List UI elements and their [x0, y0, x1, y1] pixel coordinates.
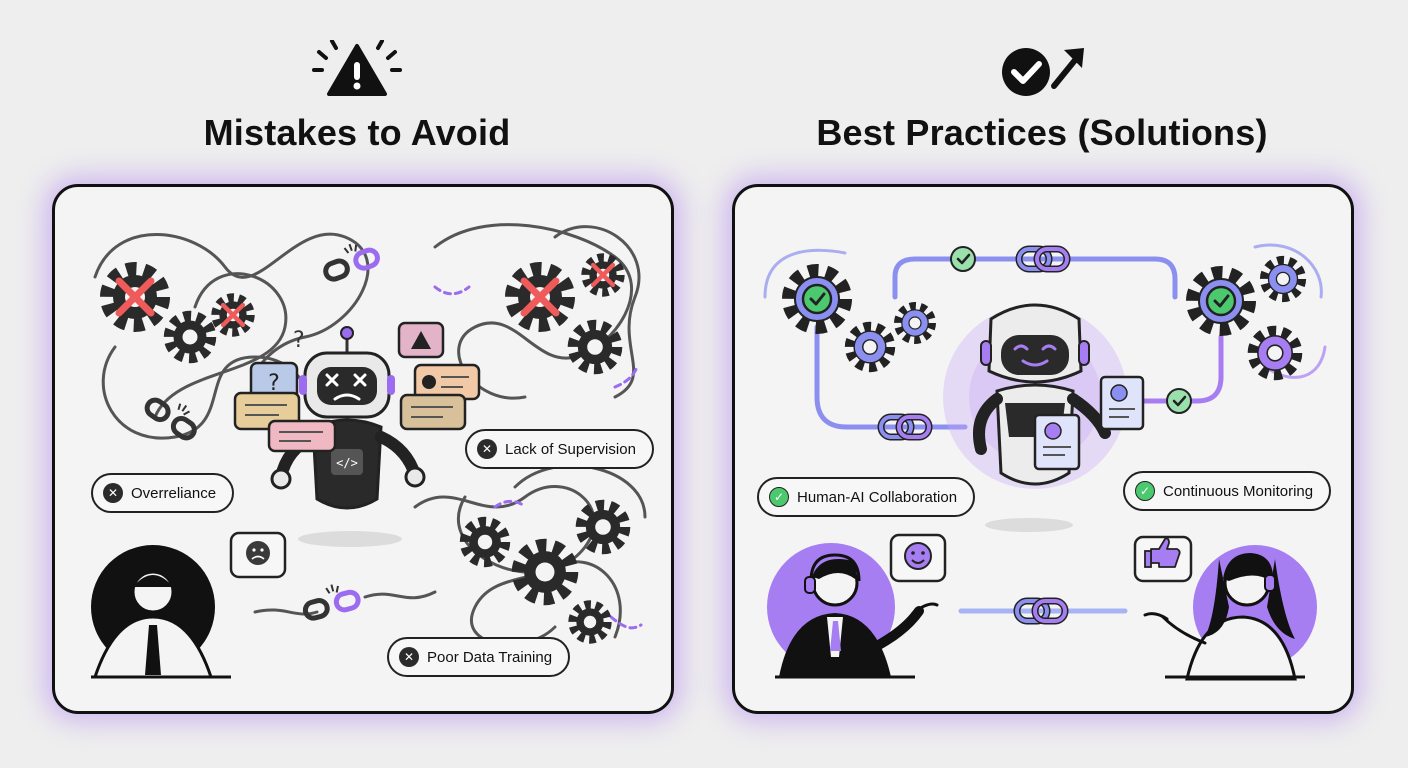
broken-chain-icon [302, 584, 361, 621]
mistakes-panel: </> ? ? [52, 184, 674, 714]
label-continuous-monitoring: ✓ Continuous Monitoring [1123, 471, 1332, 511]
label-overreliance: ✕ Overreliance [91, 473, 235, 513]
document-icon [1033, 413, 1081, 471]
confused-robot: </> ? [270, 326, 426, 547]
best-practices-illustration [763, 243, 1327, 681]
gear-icon [898, 306, 932, 340]
check-circle-icon [949, 245, 977, 273]
error-bubble [413, 363, 481, 401]
mistakes-header: Mistakes to Avoid [57, 40, 657, 154]
gear-icon [169, 316, 211, 358]
check-circle-icon [1205, 285, 1237, 317]
best-practices-title: Best Practices (Solutions) [816, 112, 1268, 153]
smiley-bubble [889, 533, 947, 583]
mistakes-title: Mistakes to Avoid [203, 112, 511, 153]
svg-text:?: ? [268, 371, 280, 396]
broken-chain-icon [144, 397, 197, 441]
message-bubble [267, 419, 337, 453]
gear-icon [518, 545, 571, 598]
label-poor-data-training: ✕ Poor Data Training [387, 637, 571, 677]
message-bubble [399, 393, 467, 431]
male-support-agent [767, 543, 939, 679]
gear-icon [850, 327, 890, 367]
x-circle-icon: ✕ [399, 647, 419, 667]
stressed-person [91, 545, 231, 679]
best-practices-header: Best Practices (Solutions) [742, 40, 1342, 154]
female-support-agent [1143, 545, 1317, 681]
broken-chain-icon [323, 243, 380, 282]
label-human-ai-collaboration: ✓ Human-AI Collaboration [757, 477, 976, 517]
thumbs-up-bubble [1133, 535, 1193, 583]
warning-bubble [397, 321, 445, 359]
check-circle-icon [801, 283, 833, 315]
sad-face-bubble [229, 531, 287, 579]
check-circle-arrow-up-icon [1002, 48, 1084, 96]
agent-connection [958, 601, 1128, 621]
svg-text:?: ? [293, 328, 305, 353]
check-circle-icon [1165, 387, 1193, 415]
label-lack-of-supervision: ✕ Lack of Supervision [465, 429, 654, 469]
gear-icon [573, 605, 608, 640]
mistakes-illustration: </> ? ? [91, 223, 647, 679]
x-circle-icon: ✕ [477, 439, 497, 459]
check-circle-icon: ✓ [1135, 481, 1155, 501]
gear-icon [1265, 261, 1302, 298]
warning-triangle-icon [312, 40, 402, 96]
svg-text:</>: </> [336, 456, 358, 470]
gear-icon [573, 325, 617, 369]
question-bubble: ? [249, 361, 299, 403]
document-icon [1099, 375, 1145, 431]
check-circle-icon: ✓ [769, 487, 789, 507]
gear-icon [465, 522, 505, 562]
x-circle-icon: ✕ [103, 483, 123, 503]
best-practices-panel: ✓ Human-AI Collaboration ✓ Continuous Mo… [732, 184, 1354, 714]
gear-icon [1253, 331, 1297, 375]
